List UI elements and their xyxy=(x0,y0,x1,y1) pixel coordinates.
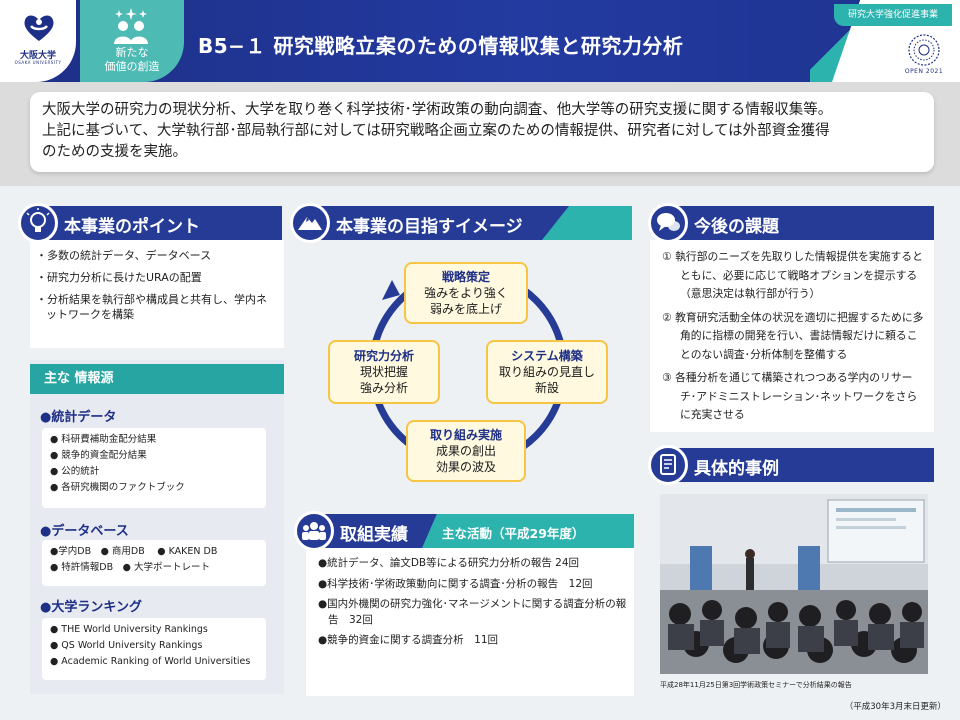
issue-item: ③ 各種分析を通じて構築されつつある学内のリサーチ･アドミニストレーション･ネッ… xyxy=(662,371,918,421)
point-heading-label: 本事業のポイント xyxy=(64,217,200,237)
sources-heading: 主な 情報源 xyxy=(30,364,284,394)
university-logo: 大阪大学 OSAKA UNIVERSITY xyxy=(0,0,76,82)
rank-title: ●大学ランキング xyxy=(40,600,142,615)
university-name-en: OSAKA UNIVERSITY xyxy=(14,60,62,65)
cycle-title: 研究力分析 xyxy=(353,349,414,363)
point-item: ・分析結果を執行部や構成員と共有し、学内ネットワークを構築 xyxy=(36,293,267,321)
cycle-implement: 取り組み実施 成果の創出 効果の波及 xyxy=(406,420,526,482)
stats-card: ● 科研費補助金配分結果 ● 競争的資金配分結果 ● 公的統計 ● 各研究機関の… xyxy=(42,428,266,508)
stats-item: ● 競争的資金配分結果 xyxy=(50,450,147,461)
cycle-line: 強みをより強く xyxy=(424,286,508,300)
db-title: ●データベース xyxy=(40,524,129,539)
speech-bubble-icon xyxy=(648,203,688,243)
update-note: （平成30年3月末日更新） xyxy=(844,702,946,712)
issues-panel xyxy=(650,240,934,432)
results-item: ●国内外機関の研究力強化･マネージメントに関する調査分析の報告 32回 xyxy=(318,598,627,626)
cycle-line: 強み分析 xyxy=(359,381,408,395)
photo-caption: 平成28年11月25日第3回学術政策セミナーで分析結果の報告 xyxy=(660,681,852,689)
cycle-line: 取り組みの見直し xyxy=(498,365,595,379)
results-item: ●競争的資金に関する調査分析 11回 xyxy=(318,634,499,646)
cycle-line: 現状把握 xyxy=(359,365,408,379)
issue-item: ② 教育研究活動全体の状況を適切に把握するために多角的に指標の開発を行い、書誌情… xyxy=(662,310,924,361)
cycle-analysis: 研究力分析 現状把握 強み分析 xyxy=(328,340,440,404)
results-item: ●統計データ、論文DB等による研究力分析の報告 24回 xyxy=(318,557,580,569)
badge-line-1: 新たな xyxy=(115,46,149,59)
db-card: ●学内DB ● 商用DB ● KAKEN DB ● 特許情報DB ● 大学ポート… xyxy=(42,540,266,586)
point-item: ・多数の統計データ、データベース xyxy=(36,249,212,262)
vision-heading-label: 本事業の目指すイメージ xyxy=(336,217,523,237)
document-icon xyxy=(648,445,688,485)
cycle-title: 取り組み実施 xyxy=(429,428,502,442)
cycle-line: 成果の創出 xyxy=(435,444,496,458)
issues-heading: 今後の課題 xyxy=(648,203,934,243)
rank-card: ● THE World University Rankings ● QS Wor… xyxy=(42,618,266,680)
issues-list: ① 執行部のニーズを先取りした情報提供を実施するとともに、必要に応じて戦略オプシ… xyxy=(662,248,928,430)
results-item: ●科学技術･学術政策動向に関する調査･分析の報告 12回 xyxy=(318,577,593,590)
results-heading-accent xyxy=(422,514,634,548)
mountain-icon xyxy=(290,203,330,243)
db-item: ●学内DB ● 商用DB ● KAKEN DB xyxy=(50,546,218,557)
results-subheading: 主な活動（平成29年度） xyxy=(442,526,585,541)
stats-item: ● 科研費補助金配分結果 xyxy=(50,434,157,445)
intro-line-1: 大阪大学の研究力の現状分析、大学を取り巻く科学技術･学術政策の動向調査、他大学等… xyxy=(42,102,833,118)
university-name: 大阪大学 xyxy=(19,51,56,61)
intro-summary: 大阪大学の研究力の現状分析、大学を取り巻く科学技術･学術政策の動向調査、他大学等… xyxy=(30,92,934,172)
vision-heading-accent xyxy=(542,206,632,240)
results-list: ●統計データ、論文DB等による研究力分析の報告 24回 ●科学技術･学術政策動向… xyxy=(318,556,630,649)
cycle-line: 新設 xyxy=(534,381,559,395)
intro-line-2: 上記に基づいて、大学執行部･部局執行部に対しては研究戦略企画立案のための情報提供… xyxy=(42,123,830,139)
rank-item: ● THE World University Rankings xyxy=(50,624,208,635)
page-title: B5−１ 研究戦略立案のための情報収集と研究力分析 xyxy=(198,34,684,58)
results-heading: 取組実績 主な活動（平成29年度） xyxy=(294,511,634,551)
stats-title: ●統計データ xyxy=(40,410,117,425)
cycle-title: システム構築 xyxy=(511,349,583,363)
lightbulb-icon xyxy=(18,203,58,243)
program-tag: 研究大学強化促進事業 xyxy=(834,4,952,26)
rank-item: ● QS World University Rankings xyxy=(50,640,203,651)
people-group-icon xyxy=(294,511,334,551)
cycle-system: システム構築 取り組みの見直し 新設 xyxy=(486,340,608,404)
db-item: ● 特許情報DB ● 大学ポートレート xyxy=(50,562,210,573)
seminar-photo xyxy=(660,494,928,674)
issue-item: ① 執行部のニーズを先取りした情報提供を実施するとともに、必要に応じて戦略オプシ… xyxy=(662,250,923,300)
intro-line-3: のための支援を実施。 xyxy=(42,144,187,160)
cycle-line: 効果の波及 xyxy=(435,460,496,474)
example-heading-label: 具体的事例 xyxy=(694,459,779,479)
open-2021-text: OPEN 2021 xyxy=(904,68,944,75)
example-heading: 具体的事例 xyxy=(648,445,934,485)
point-panel xyxy=(30,240,284,348)
value-badge: 新たな 価値の創造 xyxy=(80,0,184,82)
results-heading-label: 取組実績 xyxy=(340,525,408,545)
point-list: ・多数の統計データ、データベース ・研究力分析に長けたURAの配置 ・分析結果を… xyxy=(36,248,276,329)
cycle-line: 弱みを底上げ xyxy=(429,302,502,316)
cycle-strategy: 戦略策定 強みをより強く 弱みを底上げ xyxy=(404,262,528,324)
stats-item: ● 公的統計 xyxy=(50,466,100,477)
issues-heading-label: 今後の課題 xyxy=(694,217,779,237)
vision-heading: 本事業の目指すイメージ xyxy=(290,203,632,243)
point-heading: 本事業のポイント xyxy=(18,203,282,243)
seminar-photo-image xyxy=(660,494,928,674)
people-sparkle-icon xyxy=(114,8,148,44)
rank-item: ● Academic Ranking of World Universities xyxy=(50,656,251,667)
cycle-arrow-icon xyxy=(382,280,400,300)
open-2021-logo-icon xyxy=(908,34,940,66)
osaka-university-icon xyxy=(24,15,54,41)
cycle-title: 戦略策定 xyxy=(441,270,490,284)
badge-line-2: 価値の創造 xyxy=(104,60,160,73)
results-panel xyxy=(306,548,634,696)
stats-item: ● 各研究機関のファクトブック xyxy=(50,482,185,493)
point-item: ・研究力分析に長けたURAの配置 xyxy=(36,271,202,284)
